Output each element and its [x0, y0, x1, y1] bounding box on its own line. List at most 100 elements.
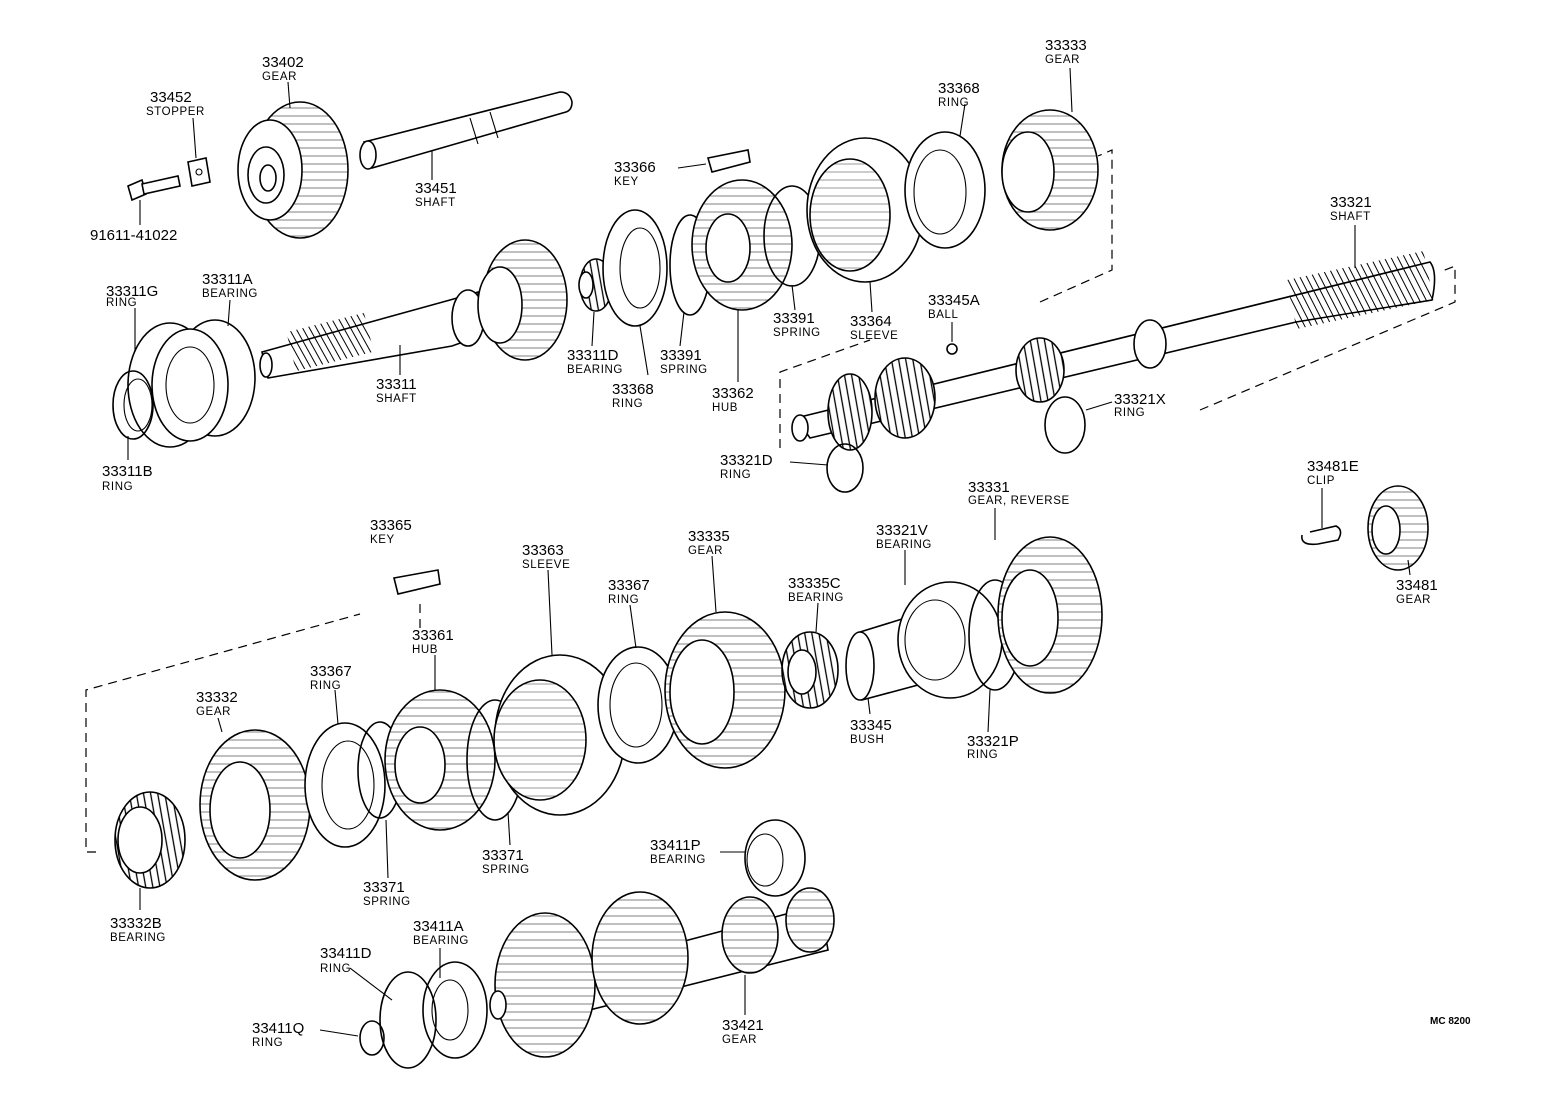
ring-33367-lower-drawing [304, 722, 386, 848]
ring-33411q-drawing [359, 1020, 385, 1056]
callout-33311-name: SHAFT [376, 393, 417, 405]
callout-33321p: 33321P RING [967, 733, 1019, 761]
callout-33311g: 33311G RING [106, 283, 158, 309]
callout-33321x-name: RING [1114, 407, 1145, 419]
gear-33332-drawing [199, 729, 311, 881]
callout-33361: 33361 HUB [412, 627, 454, 656]
callout-33367-upper-name: RING [608, 594, 639, 606]
callout-33391-upper-number: 33391 [773, 310, 815, 327]
callout-33365-number: 33365 [370, 517, 412, 534]
sleeve-33364-drawing [806, 137, 924, 283]
callout-33332b-name: BEARING [110, 932, 166, 944]
callout-33321p-name: RING [967, 749, 998, 761]
callout-33331: 33331 GEAR, REVERSE [968, 479, 1069, 507]
bearing-33332b-drawing [114, 791, 186, 889]
stopper-33452-drawing [187, 157, 211, 187]
callout-33363-number: 33363 [522, 542, 564, 559]
callout-33411q-name: RING [252, 1037, 283, 1049]
callout-33321-name: SHAFT [1330, 211, 1371, 223]
clip-33481e-drawing [1301, 525, 1342, 546]
shaft-33311-drawing [259, 289, 485, 379]
ring-33368-lower-drawing [602, 209, 668, 327]
callout-33311: 33311 SHAFT [376, 376, 417, 405]
callout-33371-lower-number: 33371 [363, 879, 405, 896]
shaft-33451-drawing [359, 91, 573, 170]
callout-33366-number: 33366 [614, 159, 656, 176]
drawing-code: MC 8200 [1430, 1016, 1471, 1027]
callout-33411q: 33411Q RING [252, 1020, 304, 1049]
hub-33361-drawing [384, 689, 496, 831]
callout-33481e-name: CLIP [1307, 475, 1335, 487]
callout-33363-name: SLEEVE [522, 559, 570, 571]
callout-33345-number: 33345 [850, 717, 892, 734]
callout-33364-number: 33364 [850, 313, 892, 330]
callout-33481-name: GEAR [1396, 594, 1431, 606]
callout-33411p-name: BEARING [650, 854, 706, 866]
callout-33367-lower-name: RING [310, 680, 341, 692]
callout-33452: 33452 STOPPER [146, 89, 204, 118]
callout-33345-name: BUSH [850, 734, 884, 746]
callout-33411d: 33411D RING [320, 945, 372, 975]
key-33365-drawing [393, 569, 441, 630]
callout-33371-upper: 33371 SPRING [482, 847, 529, 876]
callout-33335c: 33335C BEARING [788, 575, 844, 604]
callout-33452-number: 33452 [150, 89, 192, 106]
gear-33331-drawing [997, 536, 1103, 694]
callout-33411p-number: 33411P [650, 837, 701, 854]
hub-33362-drawing [691, 179, 793, 311]
callout-33311b-number: 33311B [102, 463, 153, 480]
callout-33367-upper-number: 33367 [608, 577, 650, 594]
callout-33321v-name: BEARING [876, 539, 932, 551]
callout-33362: 33362 HUB [712, 385, 754, 414]
callout-33345a-number: 33345A [928, 292, 980, 309]
callout-33391-lower-name: SPRING [660, 364, 708, 376]
callout-33321d-name: RING [720, 469, 751, 481]
callout-33311d-name: BEARING [567, 364, 623, 376]
gear-33311-drawing [477, 239, 568, 361]
callout-33411a-name: BEARING [413, 935, 469, 947]
callout-33368-upper-name: RING [938, 97, 969, 109]
callout-33333: 33333 GEAR [1045, 37, 1087, 66]
callout-33335c-number: 33335C [788, 575, 841, 592]
gear-33421-drawing [489, 887, 835, 1058]
callout-33321v-number: 33321V [876, 522, 928, 539]
callout-33311-number: 33311 [376, 376, 417, 393]
callout-33368-lower-number: 33368 [612, 381, 654, 398]
callout-33362-number: 33362 [712, 385, 754, 402]
shaft-33321-bearing-races-drawing [827, 319, 1167, 451]
callout-33365: 33365 KEY [370, 517, 412, 546]
callout-33481-number: 33481 [1396, 577, 1438, 594]
callout-33367-upper: 33367 RING [608, 577, 650, 606]
callout-33402: 33402 GEAR [262, 54, 304, 83]
callout-33321p-number: 33321P [967, 733, 1019, 750]
assembly-outline-lower [85, 613, 361, 853]
callout-33363: 33363 SLEEVE [522, 542, 570, 571]
callout-33367-lower-number: 33367 [310, 663, 352, 680]
gear-33481-drawing [1367, 485, 1429, 571]
callout-33411p: 33411P BEARING [650, 837, 706, 866]
callout-91611: 91611-41022 [90, 227, 177, 244]
shaft-33321-drawing [791, 250, 1436, 442]
gear-33335-drawing [664, 611, 786, 769]
callout-33481e-number: 33481E [1307, 458, 1359, 475]
callout-33321: 33321 SHAFT [1330, 194, 1372, 223]
callout-33311a: 33311A BEARING [202, 271, 258, 300]
callout-33345a: 33345A BALL [928, 292, 980, 321]
callout-33311d-number: 33311D [567, 347, 619, 364]
callout-33335-name: GEAR [688, 545, 723, 557]
ring-33321x-drawing [1044, 396, 1086, 454]
callout-33333-name: GEAR [1045, 54, 1080, 66]
callout-33311a-name: BEARING [202, 288, 258, 300]
callout-33362-name: HUB [712, 402, 738, 414]
bearing-33411p-drawing [744, 819, 806, 897]
callout-33321d-number: 33321D [720, 452, 773, 469]
callout-33411a-number: 33411A [413, 918, 464, 935]
callout-33361-number: 33361 [412, 627, 454, 644]
bearing-33311a-drawing [151, 319, 256, 442]
callout-33335-number: 33335 [688, 528, 730, 545]
callout-33451-number: 33451 [415, 180, 457, 197]
callout-33335c-name: BEARING [788, 592, 844, 604]
key-33366-drawing [706, 149, 751, 173]
callout-33335: 33335 GEAR [688, 528, 730, 557]
